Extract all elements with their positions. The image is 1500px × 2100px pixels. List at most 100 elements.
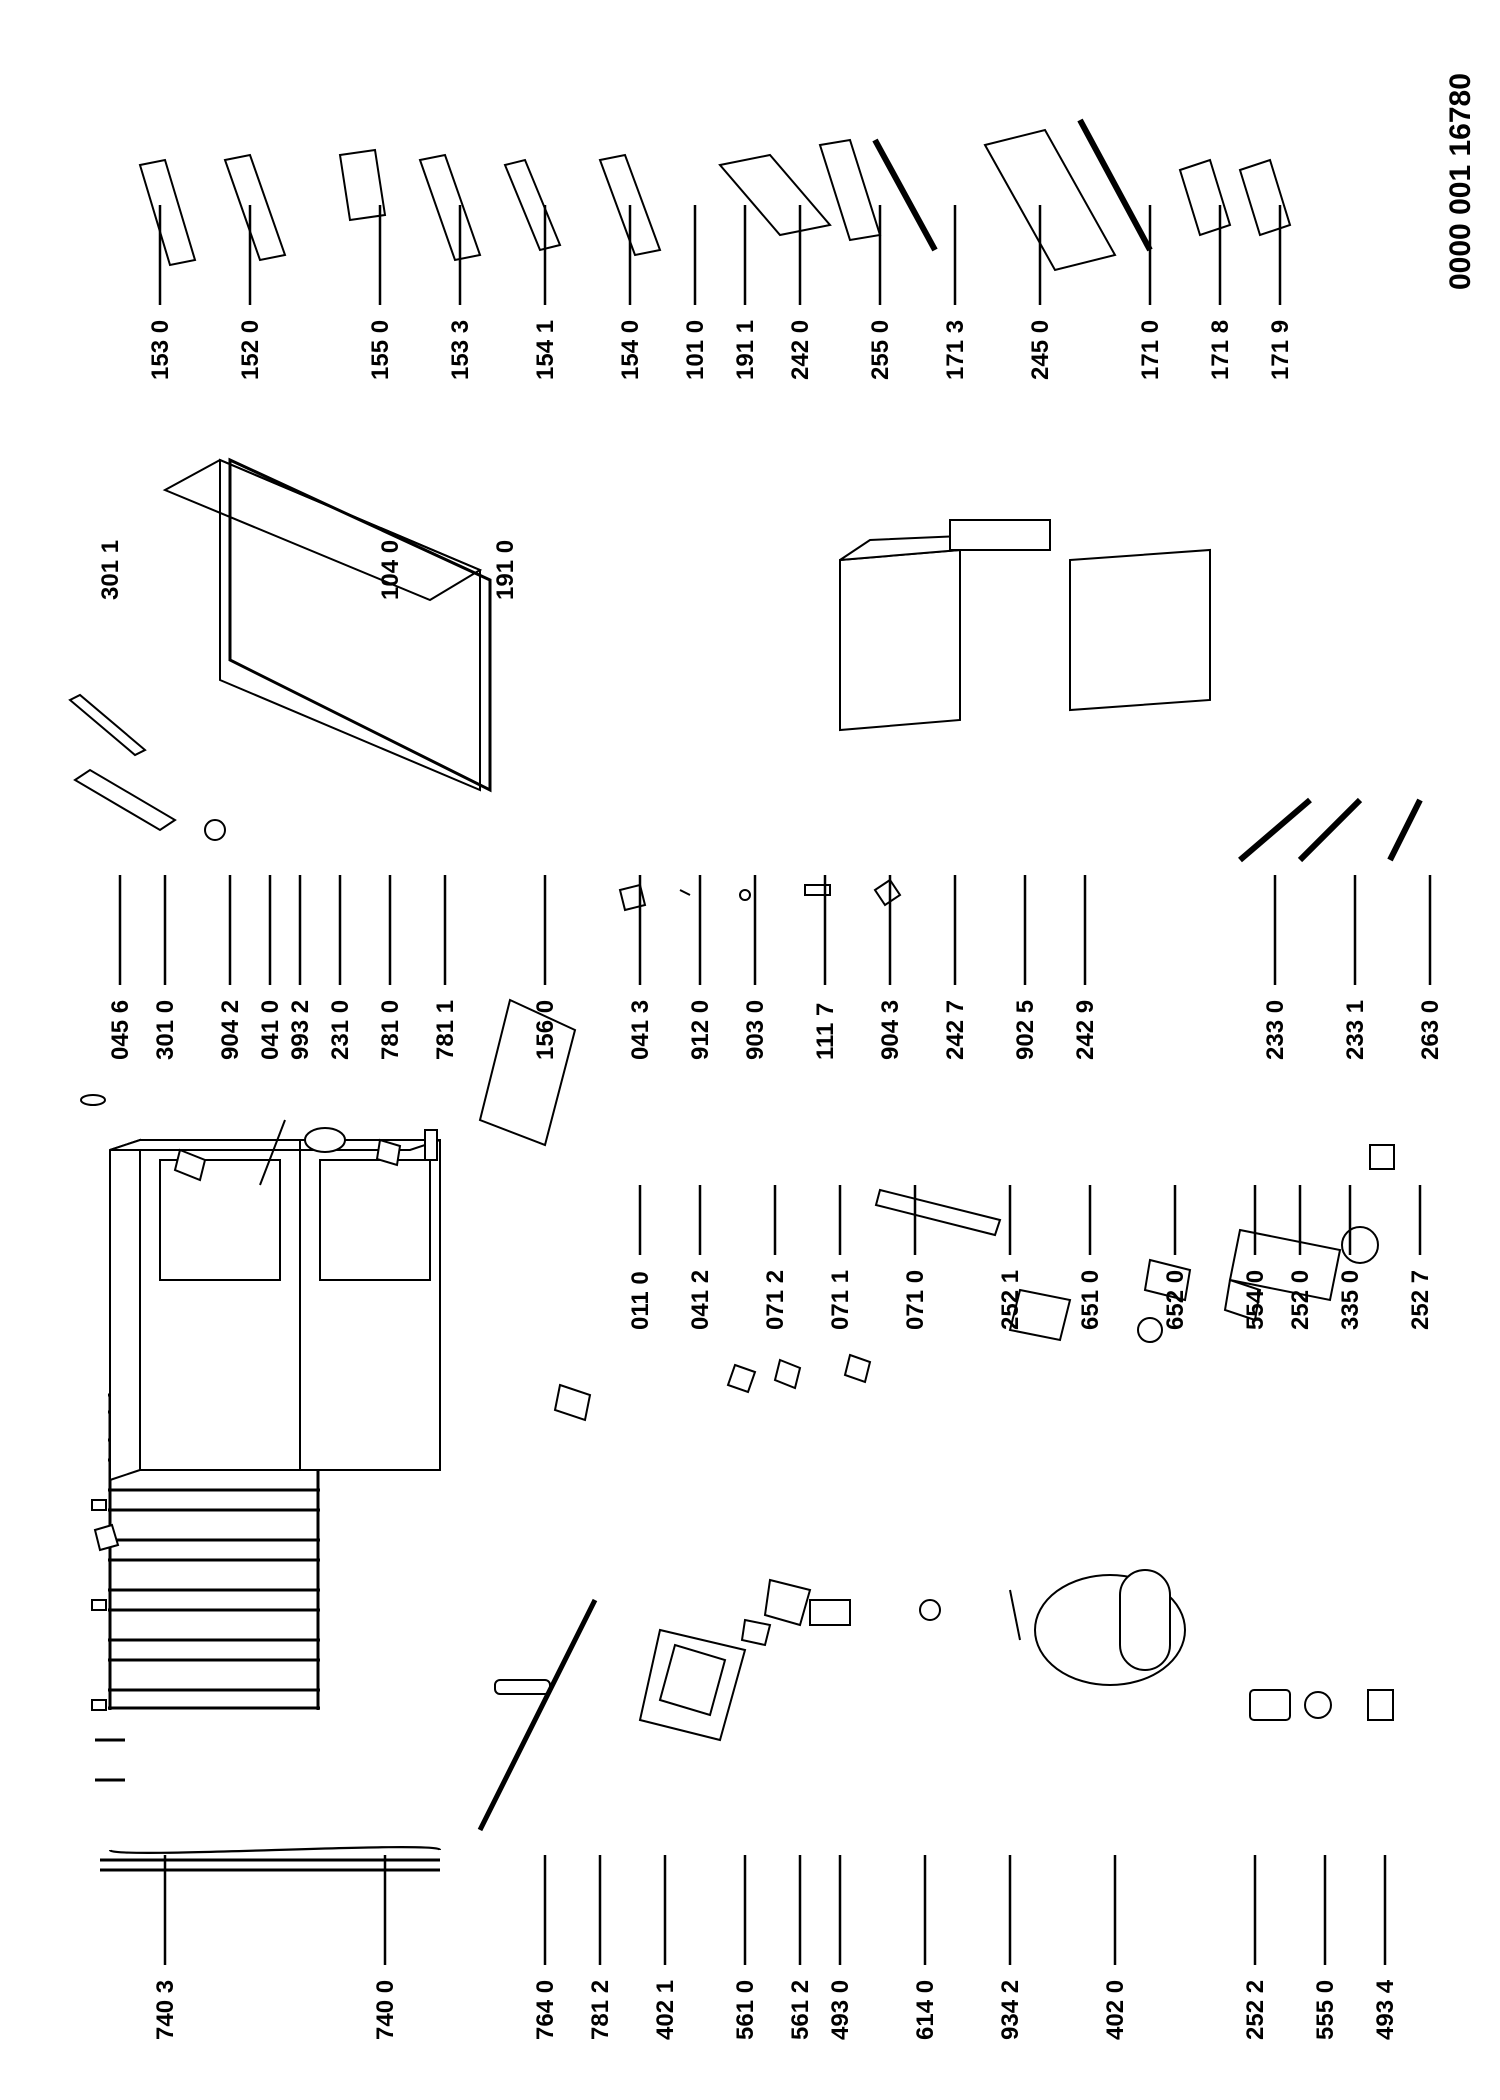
- part-label-153-0: 153 0: [147, 320, 174, 380]
- part-993-2: [259, 1119, 286, 1186]
- part-071-1: [843, 1353, 872, 1384]
- trim-171-9: [1238, 158, 1292, 237]
- block-493-0: [809, 1599, 851, 1626]
- part-drawings: [68, 118, 1423, 1872]
- part-label-651-0: 651 0: [1077, 1270, 1104, 1330]
- pins-740: [91, 1499, 107, 1711]
- part-label-101-0: 101 0: [682, 320, 709, 380]
- part-label-740-3: 740 3: [152, 1980, 179, 2040]
- part-label-191-1: 191 1: [732, 320, 759, 380]
- part-label-614-0: 614 0: [912, 1980, 939, 2040]
- crisper-242-0: [718, 153, 832, 237]
- part-label-041-0: 041 0: [257, 1000, 284, 1060]
- knob-904-2: [204, 819, 226, 841]
- part-label-402-0: 402 0: [1102, 1980, 1129, 2040]
- part-111-7: [804, 884, 831, 896]
- part-label-561-0: 561 0: [732, 1980, 759, 2040]
- part-label-242-0: 242 0: [787, 320, 814, 380]
- part-label-740-0: 740 0: [372, 1980, 399, 2040]
- part-label-263-0: 263 0: [1417, 1000, 1444, 1060]
- part-902-5: [949, 519, 1051, 551]
- part-903-0: [739, 889, 751, 901]
- part-041-0: [173, 1148, 207, 1182]
- bracket-740-3: [93, 1523, 120, 1552]
- part-label-781-1: 781 1: [432, 1000, 459, 1060]
- rail-233-0: [1238, 797, 1312, 863]
- part-493-4: [1367, 1689, 1394, 1721]
- part-label-191-0: 191 0: [492, 540, 519, 600]
- door-gasket-191-0: [228, 457, 492, 793]
- part-label-233-0: 233 0: [1262, 1000, 1289, 1060]
- cabinet-drawing: [109, 1138, 441, 1482]
- trim-171-0: [1077, 118, 1153, 252]
- part-label-554-0: 554 0: [1242, 1270, 1269, 1330]
- part-335-0: [1341, 1226, 1379, 1264]
- part-651-0: [1137, 1317, 1163, 1343]
- egg-155-0: [338, 148, 387, 222]
- part-label-993-2: 993 2: [287, 1000, 314, 1060]
- drawer-242-9-drawing: [1069, 548, 1211, 712]
- part-label-233-1: 233 1: [1342, 1000, 1369, 1060]
- part-231-0: [304, 1127, 346, 1153]
- part-label-652-0: 652 0: [1162, 1270, 1189, 1330]
- part-label-245-0: 245 0: [1027, 320, 1054, 380]
- part-label-152-0: 152 0: [237, 320, 264, 380]
- part-label-104-0: 104 0: [377, 540, 404, 600]
- part-label-171-9: 171 9: [1267, 320, 1294, 380]
- part-554-0: [1223, 1278, 1262, 1322]
- part-614-0: [919, 1599, 941, 1621]
- shelf-152-0: [223, 153, 287, 262]
- part-label-781-0: 781 0: [377, 1000, 404, 1060]
- part-label-903-0: 903 0: [742, 1000, 769, 1060]
- egg-tray-drawing: [478, 998, 577, 1147]
- shelf-153-3: [418, 153, 482, 262]
- grid-shelf-245-0: [983, 128, 1117, 272]
- part-label-171-3: 171 3: [942, 320, 969, 380]
- tube-781-2: [477, 1598, 598, 1832]
- drawer-242-7-drawing: [839, 534, 986, 732]
- part-label-242-7: 242 7: [942, 1000, 969, 1060]
- part-252-1: [1008, 1288, 1072, 1342]
- drier-drawing: [494, 1679, 551, 1695]
- part-252-0: [1228, 1228, 1342, 1302]
- part-label-561-2: 561 2: [787, 1980, 814, 2040]
- part-071-2: [773, 1358, 802, 1390]
- part-781-0: [375, 1138, 402, 1167]
- door-104-0-drawing: [162, 458, 483, 792]
- part-label-111-7: 111 7: [812, 1003, 839, 1060]
- trim-171-8: [1178, 158, 1232, 237]
- part-045-6: [80, 1094, 106, 1106]
- part-label-335-0: 335 0: [1337, 1270, 1364, 1330]
- part-label-242-9: 242 9: [1072, 1000, 1099, 1060]
- part-label-402-1: 402 1: [652, 1980, 679, 2040]
- condenser-coil: [108, 1738, 438, 1855]
- condenser-grid: [105, 1745, 450, 1854]
- part-781-1: [424, 1129, 438, 1161]
- part-252-2: [1249, 1689, 1291, 1721]
- rail-233-1: [1297, 797, 1363, 863]
- part-041-2: [726, 1363, 757, 1394]
- part-label-301-0: 301 0: [152, 1000, 179, 1060]
- part-252-7: [1369, 1144, 1395, 1170]
- part-label-071-2: 071 2: [762, 1270, 789, 1330]
- part-label-041-2: 041 2: [687, 1270, 714, 1330]
- part-label-252-0: 252 0: [1287, 1270, 1314, 1330]
- part-label-904-2: 904 2: [217, 1000, 244, 1060]
- relay-drawing: [740, 1618, 772, 1647]
- part-label-071-1: 071 1: [827, 1270, 854, 1330]
- condenser-panel: [95, 1738, 125, 1782]
- strip-301-1: [68, 693, 147, 757]
- part-label-154-1: 154 1: [532, 320, 559, 380]
- part-label-301-1: 301 1: [97, 540, 124, 600]
- part-label-764-0: 764 0: [532, 1980, 559, 2040]
- part-label-255-0: 255 0: [867, 320, 894, 380]
- shelf-153-0: [138, 158, 197, 267]
- shelf-154-1: [503, 158, 562, 252]
- relay-bracket: [763, 1578, 812, 1627]
- part-label-493-0: 493 0: [827, 1980, 854, 2040]
- leader-lines: [118, 205, 1432, 1965]
- part-label-252-1: 252 1: [997, 1270, 1024, 1330]
- part-label-904-3: 904 3: [877, 1000, 904, 1060]
